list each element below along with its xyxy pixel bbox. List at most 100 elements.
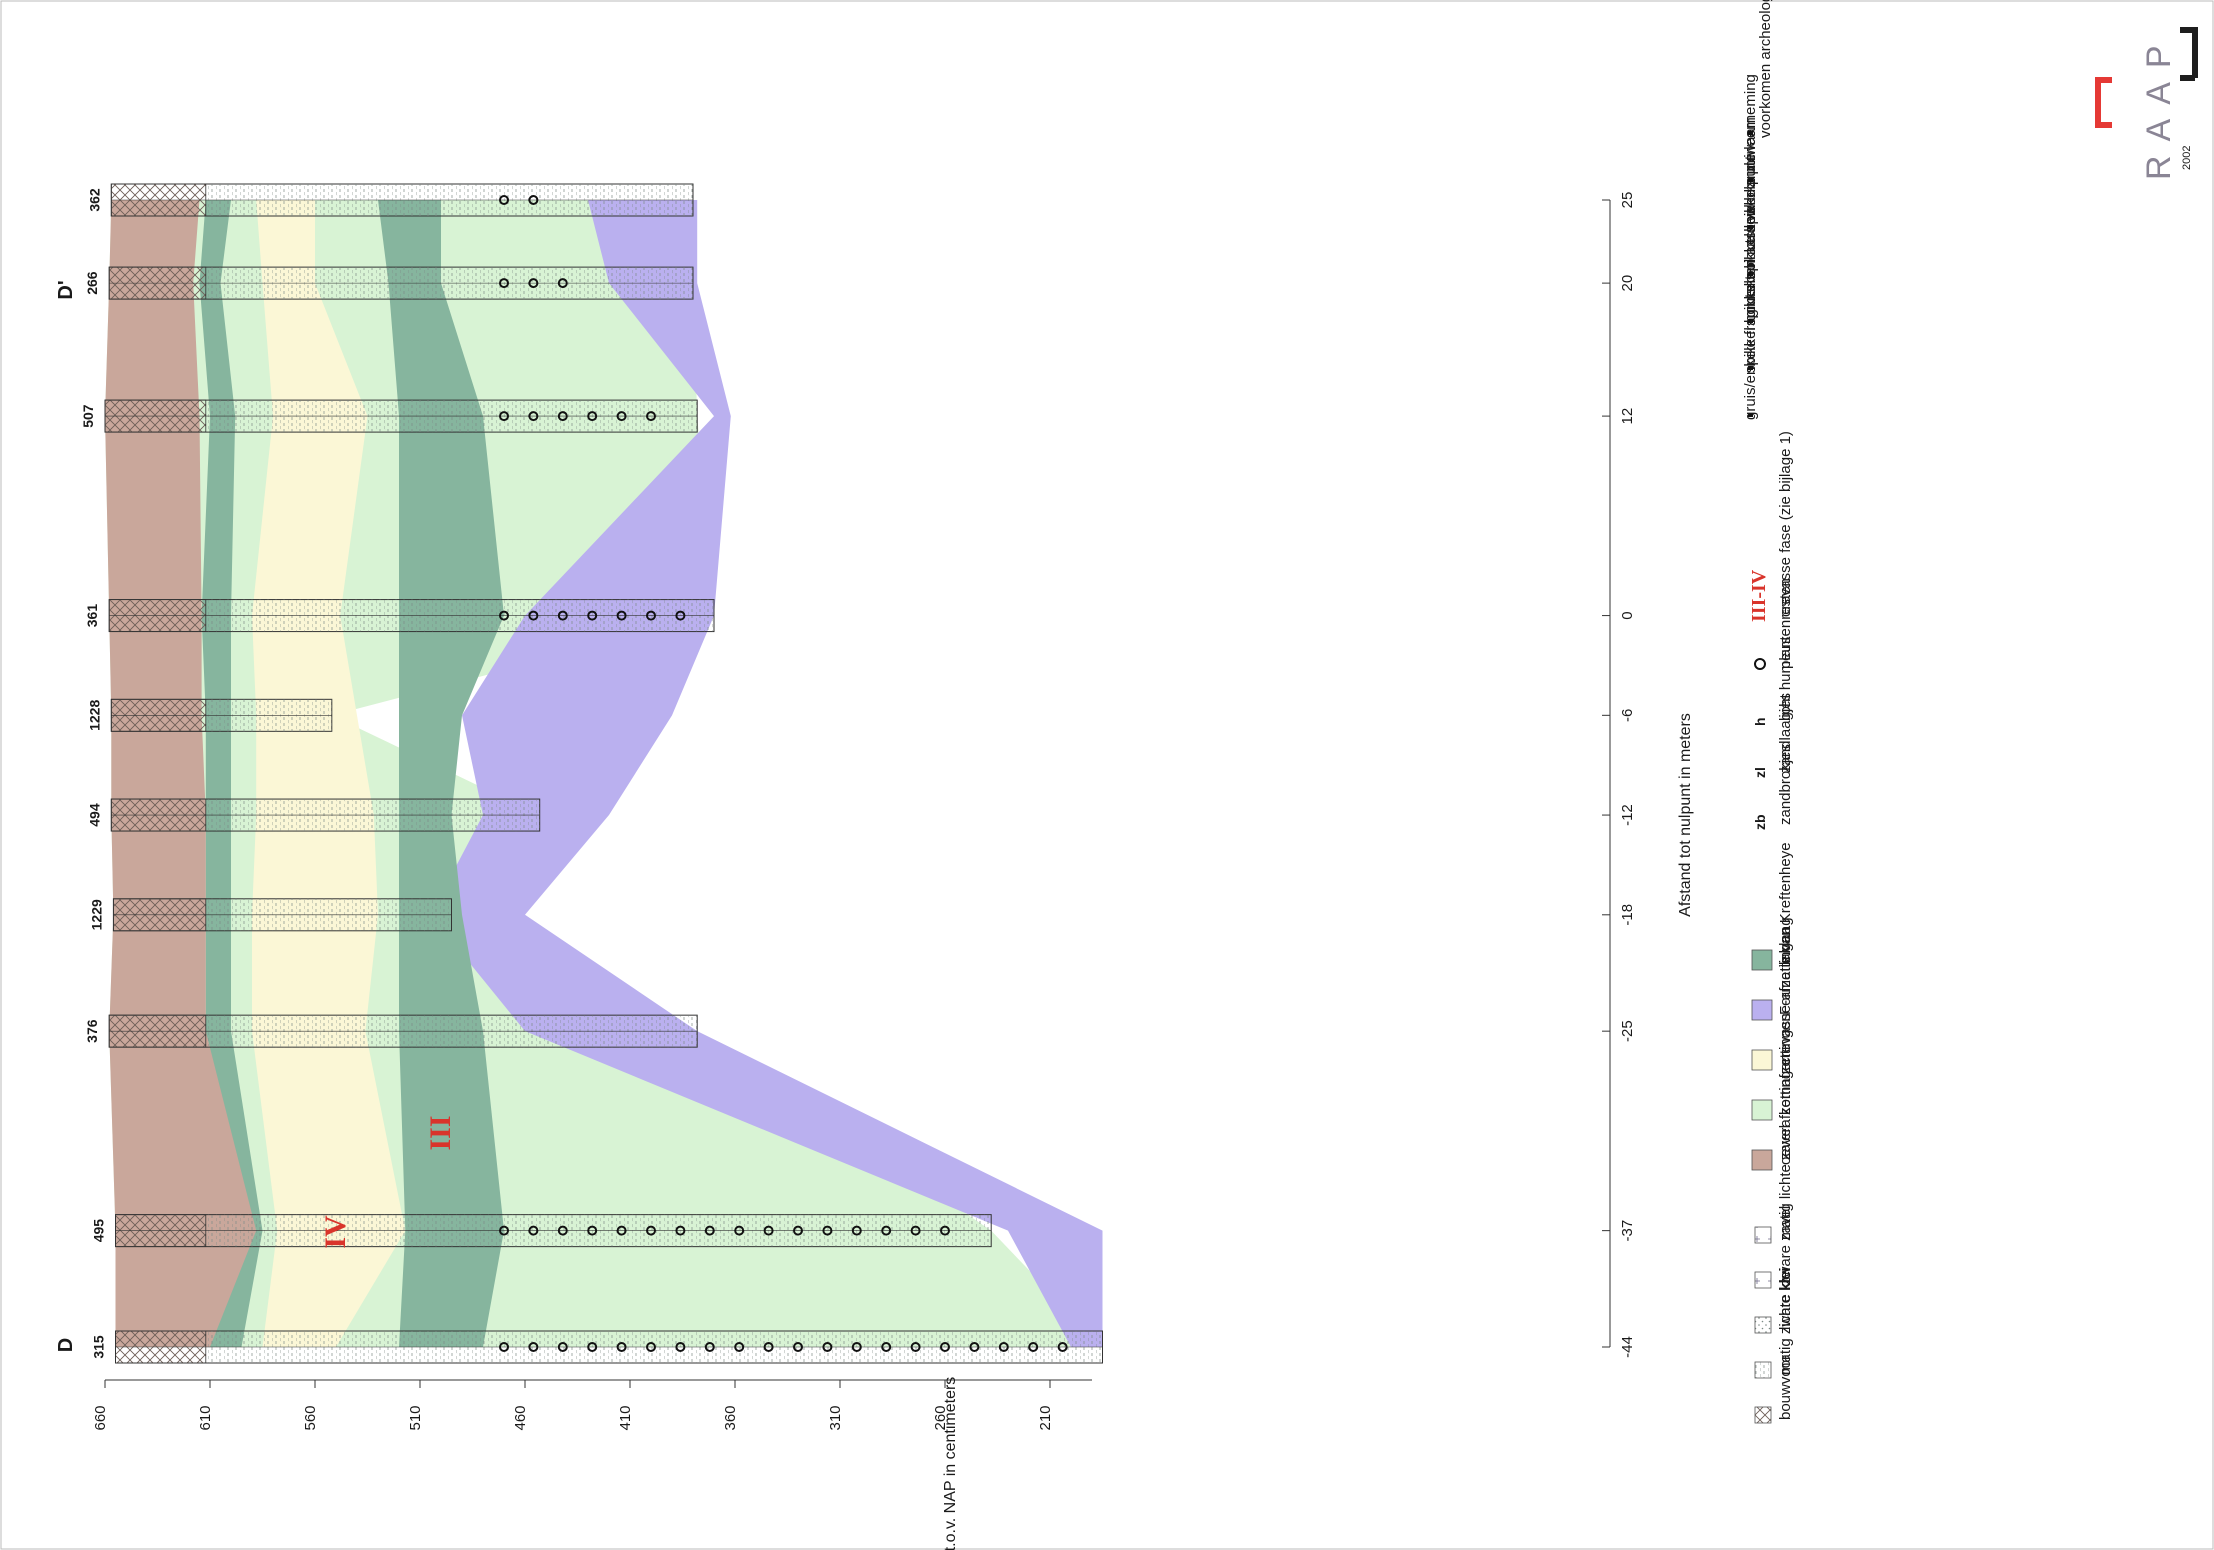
- plant-remains-mark: [557, 1342, 568, 1352]
- band-oeverafzettingen: [105, 200, 257, 1347]
- legend-unit-swatch: [1751, 999, 1773, 1021]
- borehole-507: 507: [80, 399, 698, 433]
- inclusion-icon: [1748, 225, 1753, 229]
- plant-remains-mark: [499, 610, 509, 621]
- section-start-label: D: [55, 1338, 77, 1352]
- plant-remains-mark: [557, 411, 568, 422]
- legend-feature-label: crevasse fase (zie bijlage 1): [1777, 431, 1794, 617]
- inclusion-icon: [1748, 131, 1753, 135]
- plant-remains-mark: [969, 1342, 980, 1352]
- legend-symbol-zb: zb: [1752, 814, 1768, 830]
- x-tick-label: 25: [1619, 192, 1636, 209]
- borehole-494: 494: [86, 798, 541, 832]
- plant-remains-mark: [646, 411, 656, 422]
- logo-bracket-right: [2180, 27, 2198, 81]
- plant-remains-mark: [704, 1342, 715, 1352]
- plant-remains-mark: [881, 1225, 892, 1236]
- legend-symbol-zl: zl: [1752, 767, 1768, 778]
- plant-remains-mark: [528, 610, 539, 621]
- phase-label-iii: III: [424, 1115, 457, 1150]
- y-axis-title: Hoogte t.o.v. NAP in centimeters: [942, 1377, 959, 1550]
- raap-logo: RAAP 2002: [2095, 27, 2198, 180]
- legend-feature-label: plantenresten: [1777, 578, 1794, 669]
- inclusion-icon: [1748, 413, 1753, 417]
- y-tick-label: 510: [407, 1405, 424, 1430]
- plant-remains-mark: [822, 1342, 833, 1352]
- plant-remains-mark: [528, 411, 539, 422]
- legend-inclusion-label: spikkels houtskool: [1742, 204, 1759, 326]
- plant-remains-mark: [499, 1225, 509, 1236]
- legend-lithology-label: matig zware klei: [1777, 1267, 1794, 1375]
- legend-unit-label: Formatie van Kreftenheye: [1777, 842, 1794, 1015]
- borehole-columns: 315 495 376 1229 494 1228 361 507 266 362: [80, 183, 1103, 1364]
- plant-remains-mark: [499, 1342, 509, 1352]
- plant-remains-mark: [499, 278, 509, 289]
- borehole-315: 315: [91, 1330, 1103, 1364]
- x-tick-label: 0: [1619, 611, 1636, 619]
- y-tick-label: 460: [512, 1405, 529, 1430]
- borehole-376: 376: [84, 1014, 698, 1048]
- y-tick-label: 560: [302, 1405, 319, 1430]
- plant-remains-mark: [675, 1225, 686, 1236]
- x-tick-label: -18: [1619, 904, 1636, 926]
- plus-swatch: [1754, 1226, 1772, 1244]
- y-tick-label: 360: [722, 1405, 739, 1430]
- borehole-id-label: 495: [91, 1219, 107, 1243]
- plant-remains-mark: [1028, 1342, 1039, 1352]
- inclusion-icon: [1748, 319, 1753, 323]
- legend-lithology-label: lichte klei: [1777, 1268, 1794, 1330]
- plant-remains-mark: [557, 1225, 568, 1236]
- x-tick-label: -12: [1619, 804, 1636, 826]
- inclusion-icon: [1748, 178, 1753, 182]
- plant-remains-mark: [763, 1225, 774, 1236]
- borehole-495: 495: [91, 1214, 992, 1248]
- cross-dot-swatch: [1754, 1271, 1772, 1289]
- plant-remains-mark: [998, 1342, 1009, 1352]
- plant-remains-mark: [763, 1342, 774, 1352]
- legend-lithology-label: matig lichte zavel: [1777, 1125, 1794, 1240]
- plant-remains-mark: [587, 1342, 598, 1352]
- band-crevasse: [252, 200, 406, 1347]
- plant-remains-mark: [528, 1342, 539, 1352]
- plant-remains-mark: [557, 610, 568, 621]
- plant-remains-mark: [851, 1225, 862, 1236]
- legend-lithology-label: bouwvoor: [1777, 1355, 1794, 1420]
- plant-remains-mark: [616, 610, 627, 621]
- borehole-1228: 1228: [86, 698, 333, 732]
- inclusion-icon: [1748, 366, 1753, 370]
- x-tick-label: 20: [1619, 275, 1636, 292]
- borehole-id-label: 1229: [88, 899, 104, 930]
- section-end-label: D': [55, 280, 77, 299]
- borehole-266: 266: [84, 266, 694, 300]
- legend-lithology-label: zware zavel: [1777, 1206, 1794, 1285]
- plant-remains-mark: [734, 1342, 745, 1352]
- plant-remains-mark: [910, 1342, 921, 1352]
- plant-remains-mark: [616, 1225, 627, 1236]
- borehole-id-label: 1228: [86, 700, 102, 731]
- plant-remains-mark: [822, 1225, 833, 1236]
- plant-remains-mark: [940, 1342, 950, 1352]
- plant-remains-mark: [499, 411, 509, 422]
- y-tick-label: 610: [197, 1405, 214, 1430]
- plant-remains-mark: [940, 1225, 950, 1236]
- band-kreftenheye: [430, 200, 1103, 1347]
- plant-remains-mark: [587, 411, 598, 422]
- dotted-swatch: [1754, 1316, 1772, 1334]
- legend-unit-swatch: [1751, 1099, 1773, 1121]
- borehole-id-label: 361: [84, 604, 100, 628]
- legend-unit-label: oeverafzettingen: [1777, 1054, 1794, 1165]
- legend-inclusion-label: gruis/enkele fragmenten aardewerk: [1742, 184, 1759, 420]
- borehole-id-label: 362: [86, 188, 102, 212]
- legend-unit-swatch: [1751, 1149, 1773, 1171]
- plant-icon: [1754, 658, 1766, 670]
- logo-year: 2002: [2181, 146, 2193, 170]
- plant-remains-mark: [646, 610, 656, 621]
- plant-remains-mark: [793, 1225, 803, 1236]
- borehole-1229: 1229: [88, 898, 453, 932]
- borehole-id-label: 266: [84, 271, 100, 295]
- plant-remains-mark: [646, 1342, 656, 1352]
- logo-wordmark: RAAP: [2140, 31, 2178, 180]
